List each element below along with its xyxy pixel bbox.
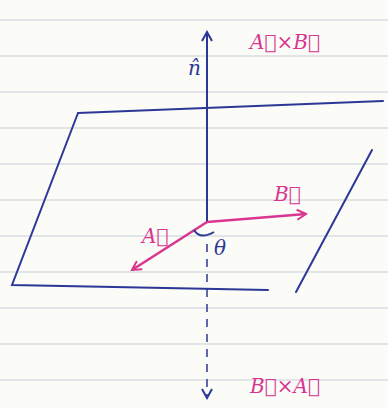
angle-arc [194, 230, 214, 236]
dashed-normal [206, 244, 208, 398]
vector-label: A⃗ [140, 224, 170, 248]
plane [12, 101, 383, 292]
cross-product-label: A⃗×B⃗ [248, 30, 322, 54]
ruled-lines [0, 20, 388, 380]
unit-normal-label: n̂ [186, 56, 203, 80]
vector-a [132, 222, 207, 270]
vector-b [207, 214, 306, 222]
cross-product-label: B⃗×A⃗ [248, 374, 322, 398]
vector-label: B⃗ [272, 182, 303, 206]
angle-label: θ [212, 236, 228, 260]
normal-arrow [206, 32, 208, 222]
